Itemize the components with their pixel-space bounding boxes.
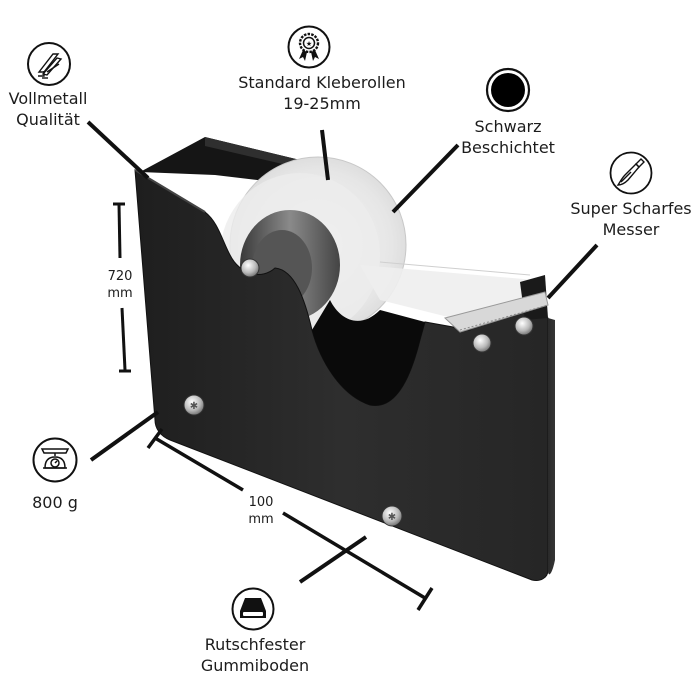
dispenser-body	[134, 169, 555, 581]
svg-text:★: ★	[306, 40, 312, 48]
leader-lines	[86, 120, 599, 584]
rubber-foot-icon	[231, 587, 275, 631]
svg-text:✱: ✱	[190, 401, 198, 412]
height-dimension-label: 720 mm	[107, 269, 133, 301]
black-circle-icon	[485, 67, 531, 113]
spindle-knob	[240, 258, 260, 278]
feature-weight-label: 800 g	[32, 493, 78, 512]
kitchen-scale-icon	[32, 437, 78, 483]
cutter-blade	[443, 291, 549, 333]
feature-blade-label: Super Scharfes Messer	[570, 199, 692, 239]
length-dimension-line	[146, 427, 434, 611]
feature-base-label: Rutschfester Gummiboden	[200, 635, 310, 675]
knife-icon	[609, 151, 653, 195]
award-rosette-icon: ★	[287, 25, 331, 69]
feature-coating-label: Schwarz Beschichtet	[461, 117, 555, 157]
svg-text:✱: ✱	[388, 512, 396, 523]
steel-beams-icon	[27, 42, 71, 86]
height-dimension-line	[113, 202, 131, 373]
feature-rolls-label: Standard Kleberollen 19-25mm	[238, 73, 406, 113]
length-dimension-label: 100 mm	[248, 495, 274, 527]
screws: ✱ ✱	[183, 316, 534, 527]
dispenser-back-wall	[140, 137, 300, 185]
feature-metal-label: Vollmetall Qualität	[8, 89, 88, 129]
